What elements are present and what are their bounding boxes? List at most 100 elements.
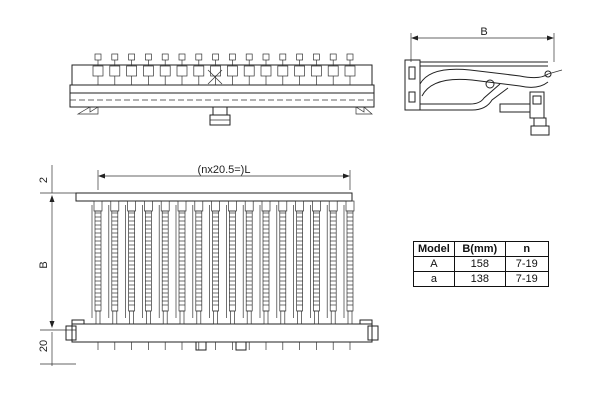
contact-strip-foot (263, 310, 269, 325)
spec-header-n: n (504, 241, 549, 257)
side-tip (544, 70, 552, 78)
side-dim-arrow-left (411, 35, 418, 41)
spec-table-row: A 158 7-19 (413, 256, 549, 272)
contact-strip (310, 200, 321, 350)
top-connector-cap (229, 53, 236, 61)
contact-strip (276, 200, 288, 350)
top-connector-cap (212, 53, 219, 61)
top-connector-body (159, 65, 171, 77)
top-view-plug-neck (212, 106, 228, 116)
top-connector (260, 53, 272, 85)
top-connector-body (176, 65, 188, 77)
top-connector-cap (329, 53, 337, 61)
side-lever-arm (420, 83, 501, 105)
contact-strip-foot (112, 310, 118, 325)
contact-strip (108, 200, 120, 350)
top-connector-row (92, 53, 356, 85)
front-left-ear (65, 325, 77, 341)
front-right-ear (367, 325, 379, 341)
top-connector (176, 53, 188, 85)
top-connector (159, 53, 171, 85)
contact-strip (125, 200, 136, 350)
top-connector-body (277, 65, 289, 77)
side-bracket-slot-bottom (408, 91, 416, 103)
contact-strip-head (110, 200, 120, 212)
top-view-right-foot (355, 106, 373, 115)
top-connector-cap (279, 53, 287, 61)
spec-cell-model: A (413, 256, 455, 272)
top-connector-body (294, 65, 305, 77)
front-base-right-step (359, 319, 373, 324)
contact-strip (343, 200, 355, 350)
top-connector (126, 53, 137, 85)
front-view: (nx20.5=)L 2 B 20 (38, 164, 379, 366)
contact-strip-foot (95, 310, 101, 325)
side-lever-upper (419, 68, 549, 85)
top-connector-body (243, 65, 255, 77)
top-connector-cap (161, 53, 169, 61)
contact-strip-foot (196, 310, 202, 325)
contact-strip-foot (297, 310, 302, 325)
side-plug (530, 125, 550, 136)
top-connector (344, 53, 356, 85)
spec-header-model: Model (413, 241, 455, 257)
top-connector-cap (346, 53, 354, 61)
top-connector-cap (296, 53, 303, 61)
top-view-frame (71, 64, 373, 86)
side-wire (547, 69, 563, 75)
top-connector-body (327, 65, 339, 77)
side-view: B (404, 26, 563, 136)
top-connector-cap (128, 53, 135, 61)
contact-strip (242, 200, 254, 350)
contact-strip-foot (162, 310, 168, 325)
spec-header-b: B(mm) (453, 241, 506, 257)
contact-strip-foot (314, 310, 319, 325)
side-bracket-slot-top (408, 66, 416, 80)
top-connector (311, 53, 322, 85)
bottom-margin-label: 20 (38, 340, 50, 352)
top-view-left-foot (76, 106, 99, 115)
contact-strip-head (261, 200, 271, 212)
top-margin-label: 2 (38, 177, 50, 183)
contact-strip-head (295, 200, 304, 212)
front-center-notch-b (235, 342, 247, 351)
spec-cell-n: 7-19 (504, 256, 549, 272)
height-arrow-bottom (49, 321, 55, 328)
side-dim-arrow-right (547, 35, 554, 41)
contact-strip-head (244, 200, 254, 212)
side-plug-neck (533, 117, 547, 127)
top-connector (193, 53, 205, 85)
height-label: B (38, 261, 50, 268)
contact-strip-head (328, 200, 338, 212)
top-view (69, 53, 375, 126)
contact-strip-head (177, 200, 187, 212)
front-top-rail (75, 192, 353, 202)
side-pivot (485, 79, 495, 89)
contact-strip-head (144, 200, 153, 212)
front-base (71, 323, 373, 343)
spec-cell-n: 7-19 (504, 271, 549, 287)
contact-strip-head (278, 200, 288, 212)
side-bracket (404, 59, 421, 111)
contact-strip-foot (129, 310, 134, 325)
top-connector (277, 53, 289, 85)
contact-strip (175, 200, 187, 350)
contact-strip (142, 200, 153, 350)
contact-strip (158, 200, 170, 350)
front-base-left-step (71, 319, 85, 324)
contact-strip-row (91, 200, 355, 350)
spec-cell-model: a (413, 271, 455, 287)
front-center-notch-a (195, 342, 207, 351)
top-connector-cap (313, 53, 320, 61)
top-connector-body (126, 65, 137, 77)
top-connector-body (311, 65, 322, 77)
contact-strip-head (93, 200, 103, 212)
spec-table-row: a 138 7-19 (413, 271, 549, 287)
top-connector-cap (145, 53, 152, 61)
top-connector-body (344, 65, 356, 77)
pitch-arrow-left (98, 173, 105, 179)
contact-strip-foot (146, 310, 151, 325)
top-connector-cap (195, 53, 203, 61)
contact-strip (259, 200, 271, 350)
side-base (499, 103, 531, 113)
